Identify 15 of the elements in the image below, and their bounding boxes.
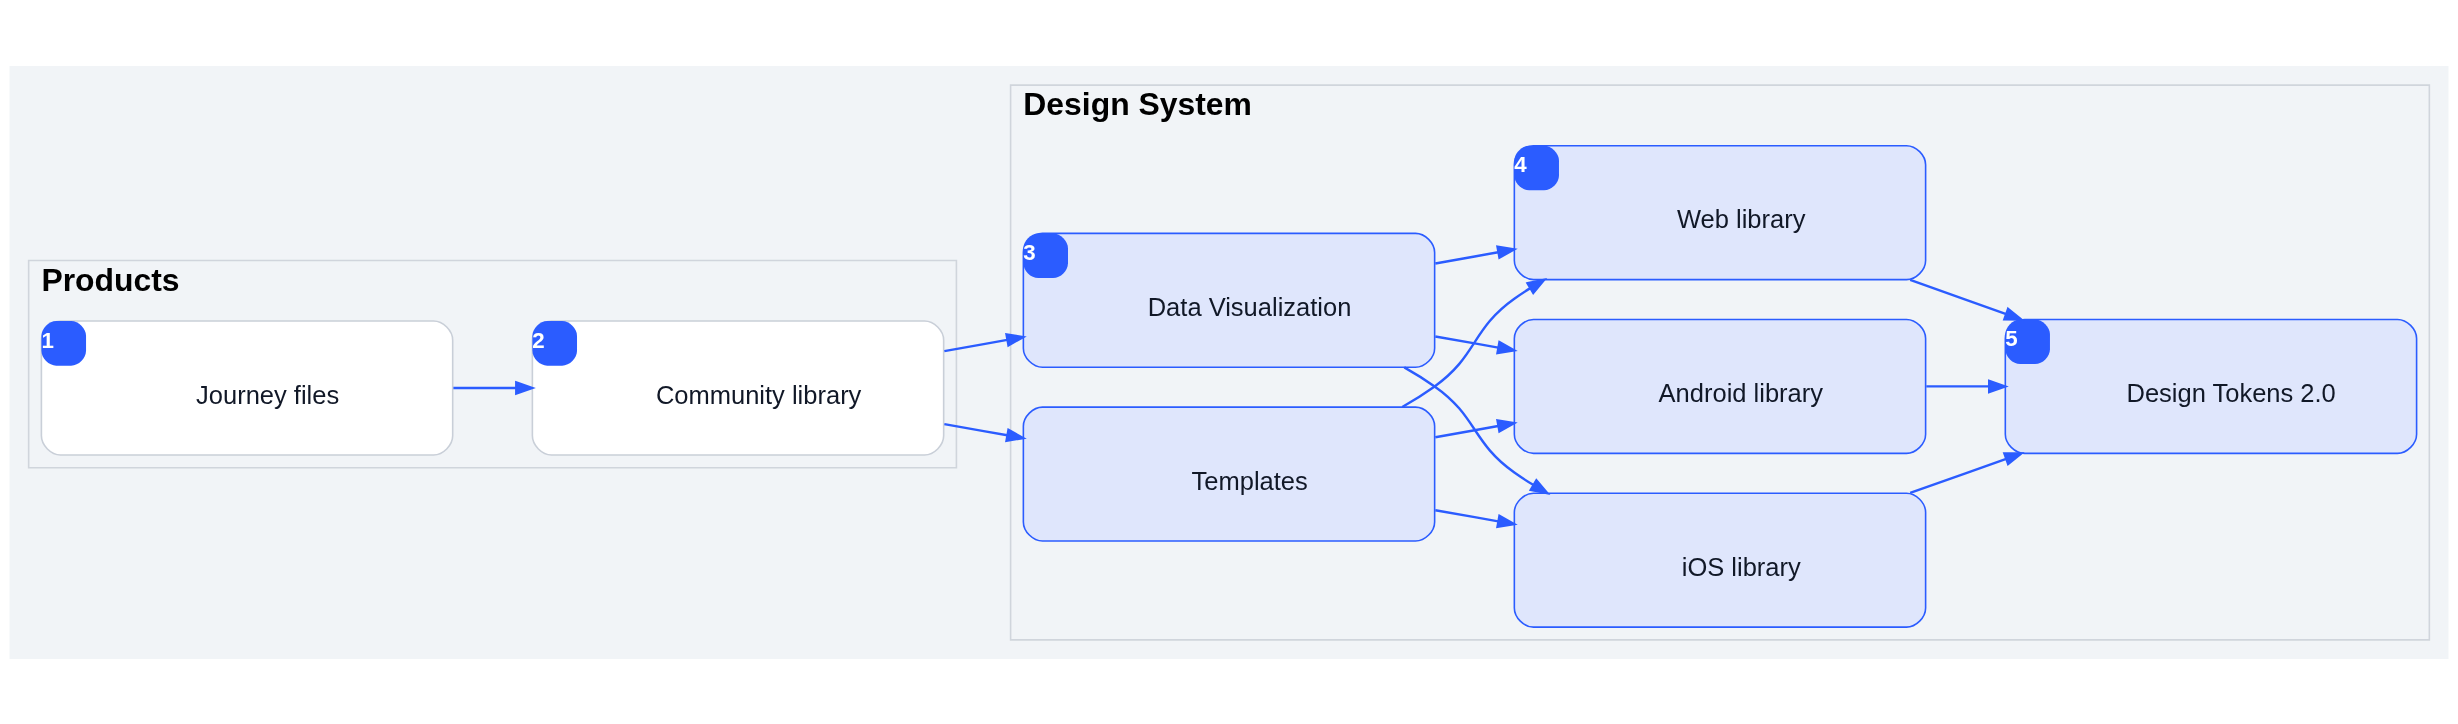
arrow [944, 332, 1027, 352]
arrow [1435, 418, 1518, 438]
arrow [1909, 451, 2025, 494]
arrow [1435, 508, 1518, 528]
arrow [1909, 278, 2025, 321]
arrow [1435, 334, 1518, 355]
node-box: Android library [1513, 318, 1927, 454]
arrow [1403, 365, 1551, 495]
arrow [1926, 378, 2009, 394]
arrow [944, 422, 1027, 442]
node-box: Templates [1022, 405, 1436, 542]
arrow [1435, 244, 1518, 265]
arrow [453, 380, 536, 395]
node-box: iOS library [1513, 491, 1927, 628]
arrow [1401, 277, 1548, 408]
